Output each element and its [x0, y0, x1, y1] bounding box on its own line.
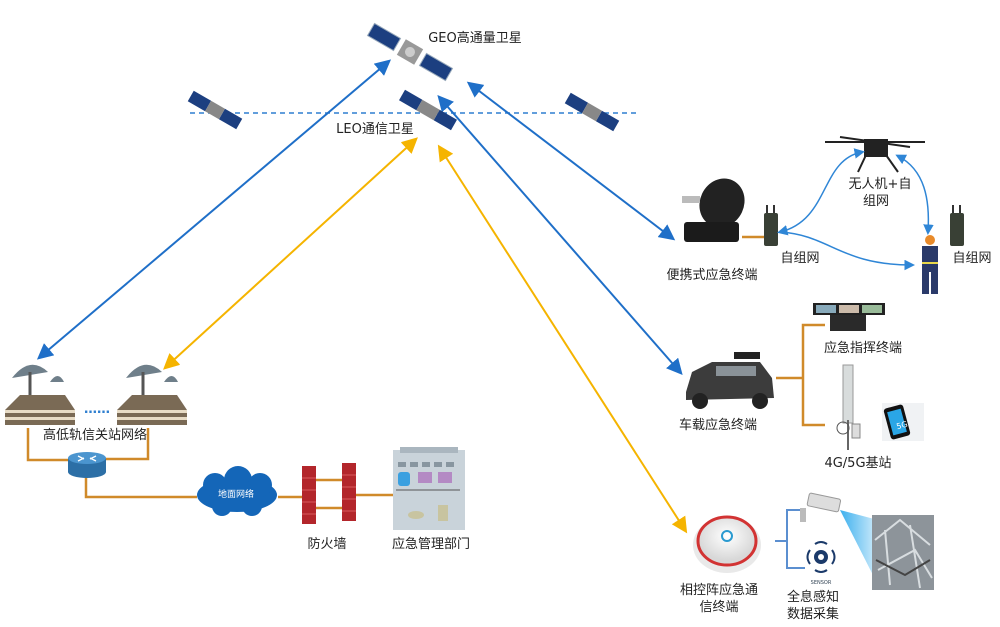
smartphone-icon	[882, 403, 924, 441]
leo-satellite-icon	[399, 89, 457, 131]
ground-network-label: 地面网络	[217, 490, 255, 500]
firewall-label: 防火墙	[307, 537, 347, 552]
drone-adhoc-label-line1: 无人机+自	[848, 177, 912, 192]
portable-terminal-icon	[682, 178, 745, 242]
phased-array-label-line2: 信终端	[699, 600, 739, 615]
emergency-department-building-icon	[393, 447, 465, 530]
radio-icon	[764, 205, 778, 246]
gateway-station-icon	[117, 364, 187, 425]
phased-array-terminal-icon	[693, 515, 761, 573]
firefighter-icon	[922, 235, 938, 294]
base-station-label: 4G/5G基站	[824, 456, 892, 471]
link-drone-radio	[777, 148, 865, 236]
leo-satellite-icon	[187, 90, 243, 130]
sensor-wiring	[775, 509, 805, 569]
firewall-icon	[302, 463, 356, 524]
sensor-tag: SENSOR	[810, 580, 832, 586]
camera-beam	[840, 510, 878, 585]
leo-satellite-icon	[564, 92, 620, 132]
vehicle-terminal-label: 车载应急终端	[678, 418, 758, 433]
link-leo-phased	[437, 144, 688, 534]
adhoc-network-label: 自组网	[780, 251, 820, 266]
command-terminal-icon	[813, 303, 885, 331]
drone-icon	[825, 136, 925, 173]
drone-adhoc-label-line2: 组网	[862, 194, 890, 209]
leo-satellite-label: LEO通信卫星	[336, 122, 414, 137]
sensing-label-line2: 数据采集	[786, 607, 840, 622]
gateway-network-label: 高低轨信关站网络	[42, 428, 148, 443]
radio-icon	[950, 205, 964, 246]
phased-array-label-line1: 相控阵应急通	[679, 583, 759, 598]
gateway-station-icon	[5, 364, 75, 425]
sensing-label-line1: 全息感知	[786, 590, 840, 605]
collapsed-building-rubble-image	[872, 515, 934, 590]
link-geo-vehicle	[437, 94, 683, 376]
router-icon	[68, 452, 106, 478]
portable-terminal-label: 便携式应急终端	[666, 268, 758, 283]
base-station-antenna-icon	[836, 364, 861, 450]
geo-satellite-icon	[366, 22, 454, 82]
link-drone-firefighter	[895, 154, 934, 235]
geo-satellite-label: GEO高通量卫星	[428, 31, 522, 46]
camera-icon	[800, 492, 842, 522]
sensor-icon	[806, 541, 836, 573]
vehicle-terminal-icon	[686, 352, 774, 409]
command-terminal-label: 应急指挥终端	[823, 341, 903, 356]
adhoc-network-label: 自组网	[952, 251, 992, 266]
link-radio-firefighter	[779, 231, 915, 271]
link-leo-gateway	[163, 137, 418, 370]
ground-network-cloud-icon	[197, 466, 277, 516]
link-geo-portable	[466, 81, 676, 241]
ground-wiring	[26, 235, 825, 510]
gateway-ellipsis: ……	[84, 402, 110, 417]
emergency-department-label: 应急管理部门	[391, 537, 471, 552]
